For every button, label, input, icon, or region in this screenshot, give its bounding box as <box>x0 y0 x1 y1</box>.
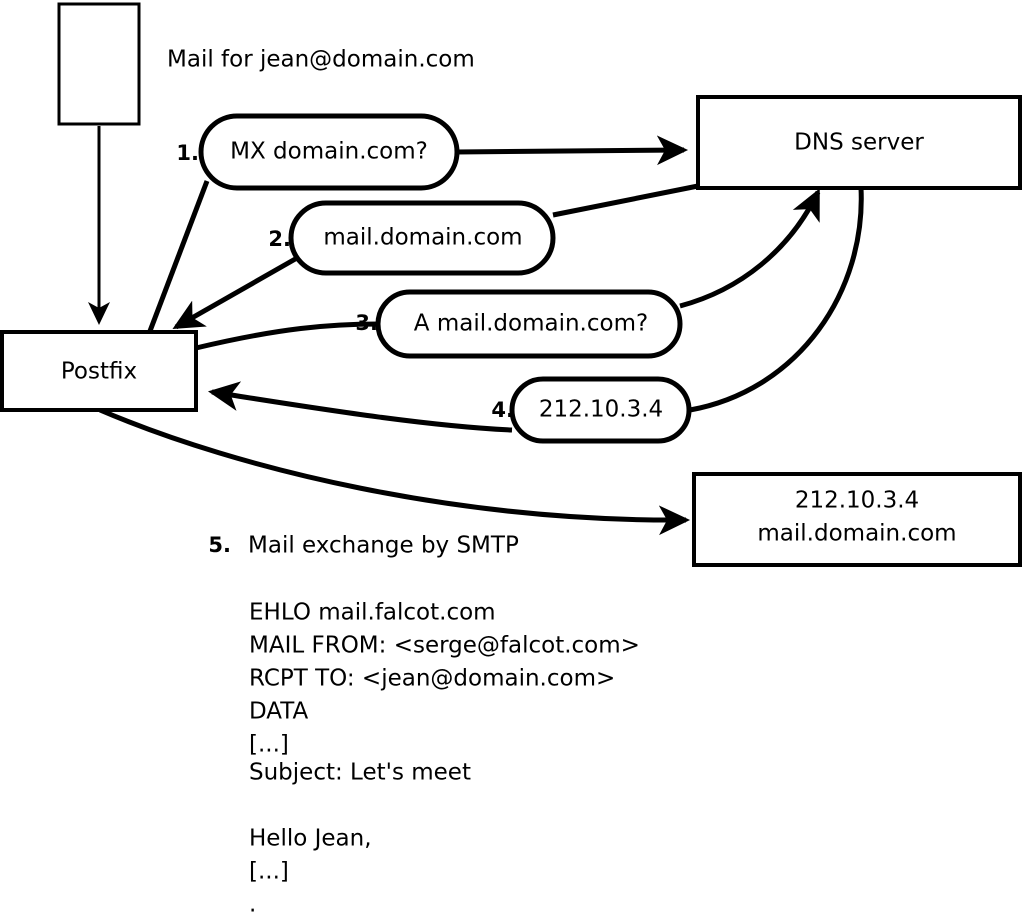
step-number-5: 5. <box>208 533 231 557</box>
bubble-step4 <box>509 376 692 444</box>
mail-server-box-host-label: mail.domain.com <box>757 521 956 547</box>
transcript-line-8: [...] <box>249 859 289 885</box>
dns-server-box <box>696 95 1022 190</box>
dns-server-box-label: DNS server <box>794 130 924 156</box>
edge-step4-answer-to-postfix <box>207 381 513 433</box>
transcript-line-3: DATA <box>249 699 309 725</box>
edge-step2-answer-to-postfix <box>172 255 299 330</box>
step-number-2: 2. <box>268 227 291 251</box>
postfix-box <box>0 330 198 412</box>
transcript-line-0: EHLO mail.falcot.com <box>249 600 496 626</box>
bubble-step3-label: A mail.domain.com? <box>414 311 648 337</box>
edge-step4-dns-to-bubble <box>689 187 864 413</box>
postfix-box-label: Postfix <box>61 359 137 385</box>
transcript-line-1: MAIL FROM: <serge@falcot.com> <box>249 633 640 659</box>
bubble-step4-label: 212.10.3.4 <box>539 397 663 423</box>
bubble-step3 <box>375 289 683 359</box>
step-number-4: 4. <box>491 398 514 422</box>
bubble-step2 <box>288 200 556 276</box>
edge-step1-tail <box>147 180 210 332</box>
edge-step1-mx-query <box>455 135 689 166</box>
edge-step3-a-query <box>679 188 821 309</box>
edge-step5-smtp-delivery <box>99 407 691 536</box>
transcript-line-2: RCPT TO: <jean@domain.com> <box>249 666 615 692</box>
step-number-1: 1. <box>176 141 199 165</box>
transcript-line-7: Hello Jean, <box>249 826 372 852</box>
edge-step3-postfix-to-bubble <box>195 321 381 351</box>
transcript-line-5: Subject: Let's meet <box>249 760 471 786</box>
sender-box <box>57 2 141 126</box>
transcript-line-4: [...] <box>249 732 289 758</box>
transcript-line-9: . <box>249 892 256 918</box>
edge-step2-dns-to-bubble <box>552 183 699 218</box>
mail-for-label: Mail for jean@domain.com <box>167 47 475 73</box>
bubble-step1 <box>198 113 460 191</box>
mail-server-box <box>692 472 1022 567</box>
bubble-step2-label: mail.domain.com <box>323 225 522 251</box>
step-number-3: 3. <box>355 311 378 335</box>
bubble-step1-label: MX domain.com? <box>230 139 428 165</box>
mail-server-box-ip-label: 212.10.3.4 <box>795 488 919 514</box>
step5-label: Mail exchange by SMTP <box>248 533 519 559</box>
